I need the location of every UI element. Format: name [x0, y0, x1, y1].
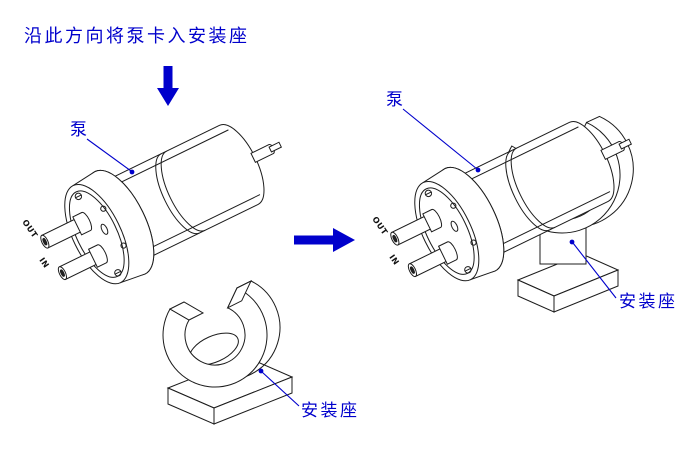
leader-dot: [129, 169, 135, 175]
leader-line: [261, 371, 300, 407]
out-port-label: OUT: [370, 215, 389, 237]
callout-mount-left: 安装座: [258, 368, 360, 421]
pump-drawing: [23, 92, 306, 310]
callout-pump-right: 泵: [386, 90, 481, 173]
assembly-step-arrow: [294, 228, 355, 252]
callout-mount-right: 安装座: [569, 239, 678, 312]
insert-direction-arrow: [157, 66, 179, 106]
clip-band-front: [162, 287, 268, 388]
pump-label-right: 泵: [386, 90, 406, 110]
leader-dot: [475, 167, 481, 173]
instruction-title: 沿此方向将泵卡入安装座: [24, 26, 250, 47]
mount-label-left: 安装座: [301, 401, 360, 421]
out-port-label: OUT: [20, 218, 39, 240]
in-port-label: IN: [37, 256, 50, 270]
mount-label-right: 安装座: [619, 292, 678, 312]
mounting-base-left: [162, 279, 294, 425]
callout-pump-left: 泵: [70, 120, 135, 175]
leader-line: [402, 108, 478, 170]
leader-line: [572, 242, 617, 299]
in-port-label: IN: [387, 253, 400, 267]
leader-line: [86, 138, 132, 172]
pump-left: OUT IN: [20, 92, 306, 310]
pump-label-left: 泵: [70, 120, 90, 140]
